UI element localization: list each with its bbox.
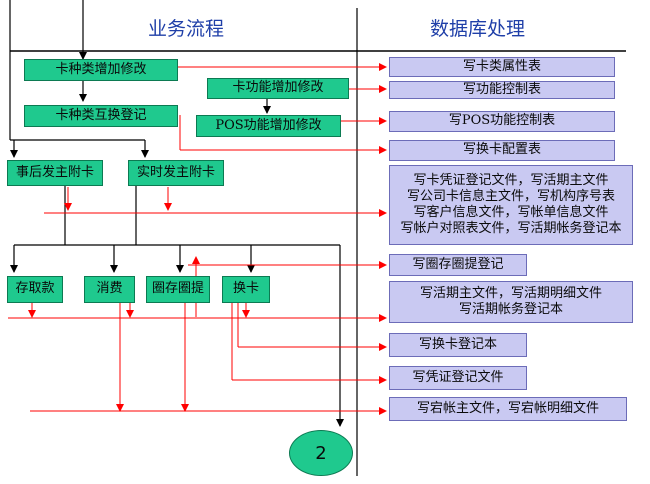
realtime-issue-card-box: 实时发主附卡 [128,160,224,186]
card-type-swap-box: 卡种类互换登记 [24,105,178,127]
deposit-withdraw-box: 存取款 [7,276,63,303]
db-issue-line: 写客户信息文件，写帐单信息文件 [413,205,609,220]
pos-function-edit-box: POS功能增加修改 [196,115,341,137]
db-issue-line: 写卡凭证登记文件，写活期主文件 [413,172,609,188]
page-connector: 2 [289,430,353,476]
card-function-edit-box: 卡功能增加修改 [207,78,349,99]
db-function-control: 写功能控制表 [389,81,615,99]
process-header: 业务流程 [148,18,225,40]
consume-box: 消费 [84,276,135,303]
db-card-swap-config: 写换卡配置表 [389,140,615,161]
card-type-edit-box: 卡种类增加修改 [24,59,178,81]
db-issue-files: 写卡凭证登记文件，写活期主文件 写公司卡信息主文件，写机构序号表 写客户信息文件… [389,165,633,245]
db-transaction-line: 写活期帐务登记本 [458,302,563,317]
circle-deposit-box: 圈存圈提 [146,276,210,303]
database-header: 数据库处理 [430,18,526,40]
db-voucher-log: 写凭证登记文件 [389,366,527,390]
db-swap-card-log: 写换卡登记本 [389,333,527,357]
swap-card-box: 换卡 [222,276,270,303]
db-card-type-attr: 写卡类属性表 [389,57,615,77]
db-transaction-files: 写活期主文件，写活期明细文件 写活期帐务登记本 [389,281,633,323]
post-issue-card-box: 事后发主附卡 [7,160,103,186]
db-circle-deposit-log: 写圈存圈提登记 [389,254,527,276]
db-dormant-account-files: 写宕帐主文件，写宕帐明细文件 [389,397,627,421]
db-issue-line: 写公司卡信息主文件，写机构序号表 [406,188,615,204]
db-transaction-line: 写活期主文件，写活期明细文件 [419,285,602,301]
db-issue-line: 写帐户对照表文件，写活期帐务登记本 [400,221,622,237]
db-pos-function-control: 写POS功能控制表 [389,111,615,132]
